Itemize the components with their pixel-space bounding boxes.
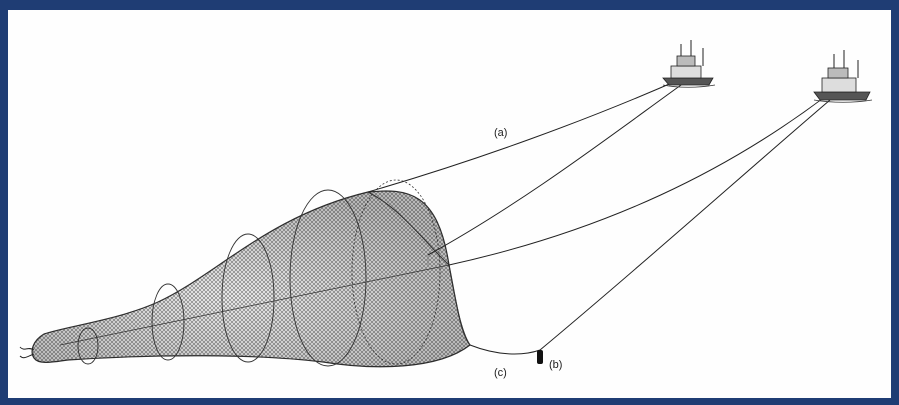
trawler-boat-left <box>663 40 715 87</box>
label-c: (c) <box>494 367 507 379</box>
label-a: (a) <box>494 127 507 139</box>
label-b: (b) <box>549 359 562 371</box>
trawl-net <box>20 180 470 367</box>
pair-trawl-diagram: (a) (b) (c) <box>8 10 891 398</box>
float-marker <box>537 350 543 364</box>
trawler-boat-right <box>814 50 872 102</box>
diagram-canvas: (a) (b) (c) <box>8 10 891 398</box>
